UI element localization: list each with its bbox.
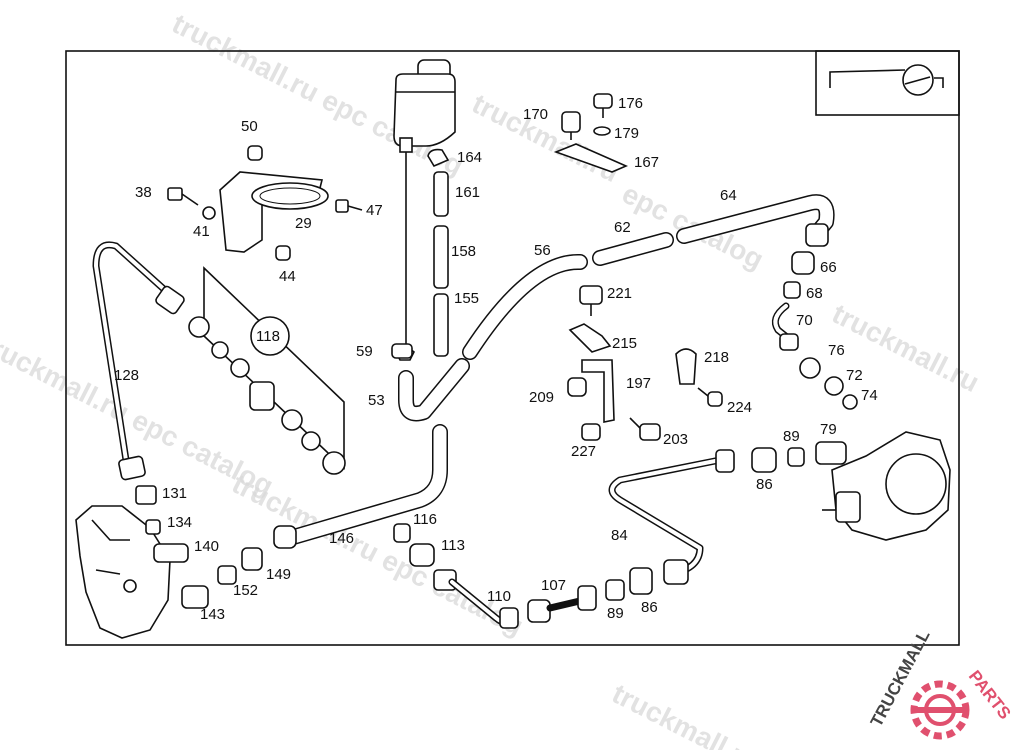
callout-203: 203 <box>663 431 688 448</box>
callout-179: 179 <box>614 125 639 142</box>
reservoir-part <box>393 59 456 355</box>
steering-gear <box>75 485 263 639</box>
return-fittings <box>771 223 858 410</box>
brand-word-parts: PARTS <box>965 667 1015 723</box>
pressure-line-84 <box>608 441 847 585</box>
callout-84: 84 <box>611 527 628 544</box>
callout-56: 56 <box>534 242 551 259</box>
orientation-inset <box>815 50 960 116</box>
line-110-107 <box>393 523 653 629</box>
callout-164: 164 <box>457 149 482 166</box>
callout-76: 76 <box>828 342 845 359</box>
callout-59: 59 <box>356 343 373 360</box>
callout-158: 158 <box>451 243 476 260</box>
callout-224: 224 <box>727 399 752 416</box>
callout-116: 116 <box>413 511 437 528</box>
callout-47: 47 <box>366 202 383 219</box>
callout-149: 149 <box>266 566 291 583</box>
callout-70: 70 <box>796 312 813 329</box>
callout-221: 221 <box>607 285 632 302</box>
callout-89-upper: 89 <box>783 428 800 445</box>
callout-107: 107 <box>541 577 566 594</box>
callout-161: 161 <box>455 184 480 201</box>
clamp-59 <box>391 343 413 359</box>
fittings-group-118 <box>188 266 346 475</box>
callout-74: 74 <box>861 387 878 404</box>
callout-50: 50 <box>241 118 258 135</box>
callout-89-lower: 89 <box>607 605 624 622</box>
callout-86-upper: 86 <box>756 476 773 493</box>
brand-badge: TRUCKMALL PARTS <box>867 627 1015 740</box>
diagram-frame <box>65 50 960 646</box>
callout-215: 215 <box>612 335 637 352</box>
callout-176: 176 <box>618 95 643 112</box>
watermark: truckmall.ru <box>607 678 764 750</box>
brand-word-truckmall: TRUCKMALL <box>867 627 934 730</box>
callout-197: 197 <box>626 375 651 392</box>
bracket-197 <box>567 285 723 441</box>
callout-143: 143 <box>200 606 225 623</box>
hose-segments-stack <box>427 148 450 357</box>
bracket-29 <box>167 145 363 261</box>
callout-62: 62 <box>614 219 631 236</box>
power-steering-pump <box>822 431 951 541</box>
callout-128: 128 <box>114 367 139 384</box>
callout-218: 218 <box>704 349 729 366</box>
callout-118: 118 <box>256 328 280 345</box>
callout-53: 53 <box>368 392 385 409</box>
callout-110: 110 <box>487 588 511 605</box>
callout-227: 227 <box>571 443 596 460</box>
callout-72: 72 <box>846 367 863 384</box>
callout-41: 41 <box>193 223 210 240</box>
callout-146: 146 <box>329 530 354 547</box>
watermark: truckmall.ru epc catalog <box>227 468 528 642</box>
callout-38: 38 <box>135 184 152 201</box>
callout-79: 79 <box>820 421 837 438</box>
pressure-hose-146 <box>273 424 448 549</box>
pressure-line-128 <box>92 241 185 481</box>
callout-209: 209 <box>529 389 554 406</box>
gear-icon <box>910 680 970 740</box>
return-hose-56-62-64 <box>462 194 835 360</box>
callout-68: 68 <box>806 285 823 302</box>
callout-44: 44 <box>279 268 296 285</box>
callout-134: 134 <box>167 514 192 531</box>
callout-167: 167 <box>634 154 659 171</box>
callout-66: 66 <box>820 259 837 276</box>
callout-170: 170 <box>523 106 548 123</box>
callout-labels: 50 38 41 29 47 44 118 128 131 134 140 14… <box>114 95 878 623</box>
callout-152: 152 <box>233 582 258 599</box>
callout-29: 29 <box>295 215 312 232</box>
callout-131: 131 <box>162 485 187 502</box>
callout-64: 64 <box>720 187 737 204</box>
callout-86-lower: 86 <box>641 599 658 616</box>
bracket-167-bolts <box>553 93 629 173</box>
callout-140: 140 <box>194 538 219 555</box>
callout-155: 155 <box>454 290 479 307</box>
callout-113: 113 <box>441 537 465 554</box>
